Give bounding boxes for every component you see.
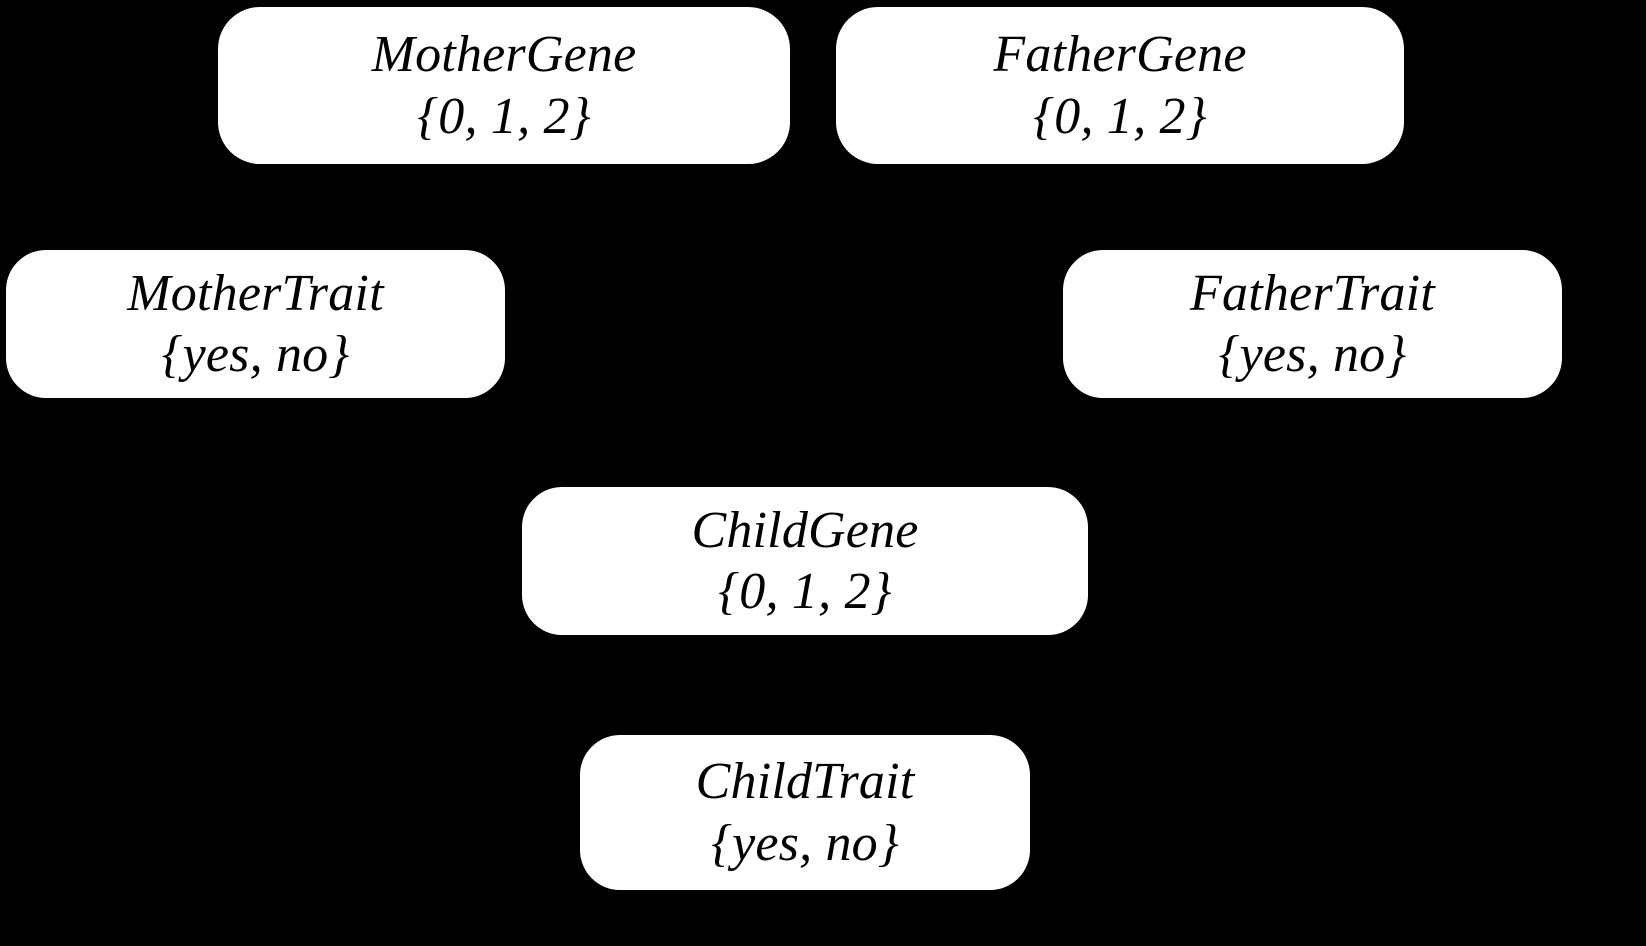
node-father-trait[interactable]: FatherTrait {yes, no} [1063, 250, 1562, 398]
node-mother-trait[interactable]: MotherTrait {yes, no} [6, 250, 505, 398]
node-child-gene-domain: {0, 1, 2} [718, 563, 892, 620]
node-mother-gene-domain: {0, 1, 2} [417, 87, 591, 145]
node-child-trait-domain: {yes, no} [711, 814, 899, 872]
node-child-trait-label: ChildTrait [695, 753, 915, 811]
node-father-gene-label: FatherGene [993, 26, 1247, 84]
node-mother-trait-label: MotherTrait [127, 264, 384, 322]
node-father-gene[interactable]: FatherGene {0, 1, 2} [836, 7, 1404, 164]
node-child-gene-label: ChildGene [691, 501, 919, 559]
node-mother-gene[interactable]: MotherGene {0, 1, 2} [218, 7, 790, 164]
node-child-gene[interactable]: ChildGene {0, 1, 2} [522, 487, 1088, 635]
node-father-trait-label: FatherTrait [1190, 264, 1435, 322]
node-mother-gene-label: MotherGene [371, 26, 637, 84]
node-father-gene-domain: {0, 1, 2} [1033, 87, 1207, 145]
node-father-trait-domain: {yes, no} [1218, 326, 1407, 383]
node-child-trait[interactable]: ChildTrait {yes, no} [580, 735, 1030, 890]
node-mother-trait-domain: {yes, no} [161, 326, 350, 383]
